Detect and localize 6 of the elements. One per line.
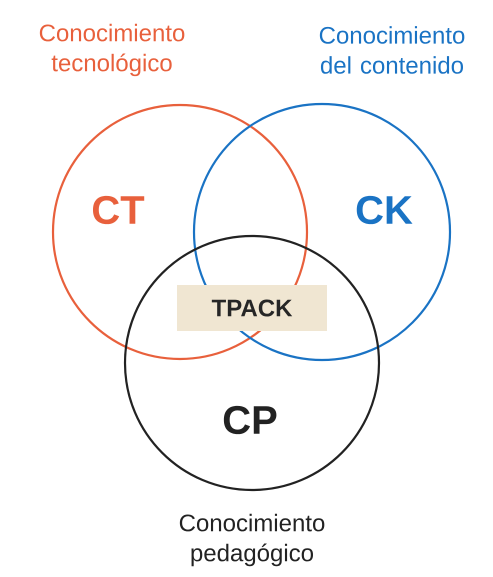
circle-label: CP (224, 406, 276, 434)
circle-label: CK (356, 196, 412, 224)
circle-heading: Conocimiento pedagógico (180, 514, 324, 566)
circle-label: CT (93, 196, 144, 224)
circle-heading: Conocimiento tecnológico (40, 24, 184, 76)
circle-heading: Conocimiento del contenido (320, 26, 464, 74)
